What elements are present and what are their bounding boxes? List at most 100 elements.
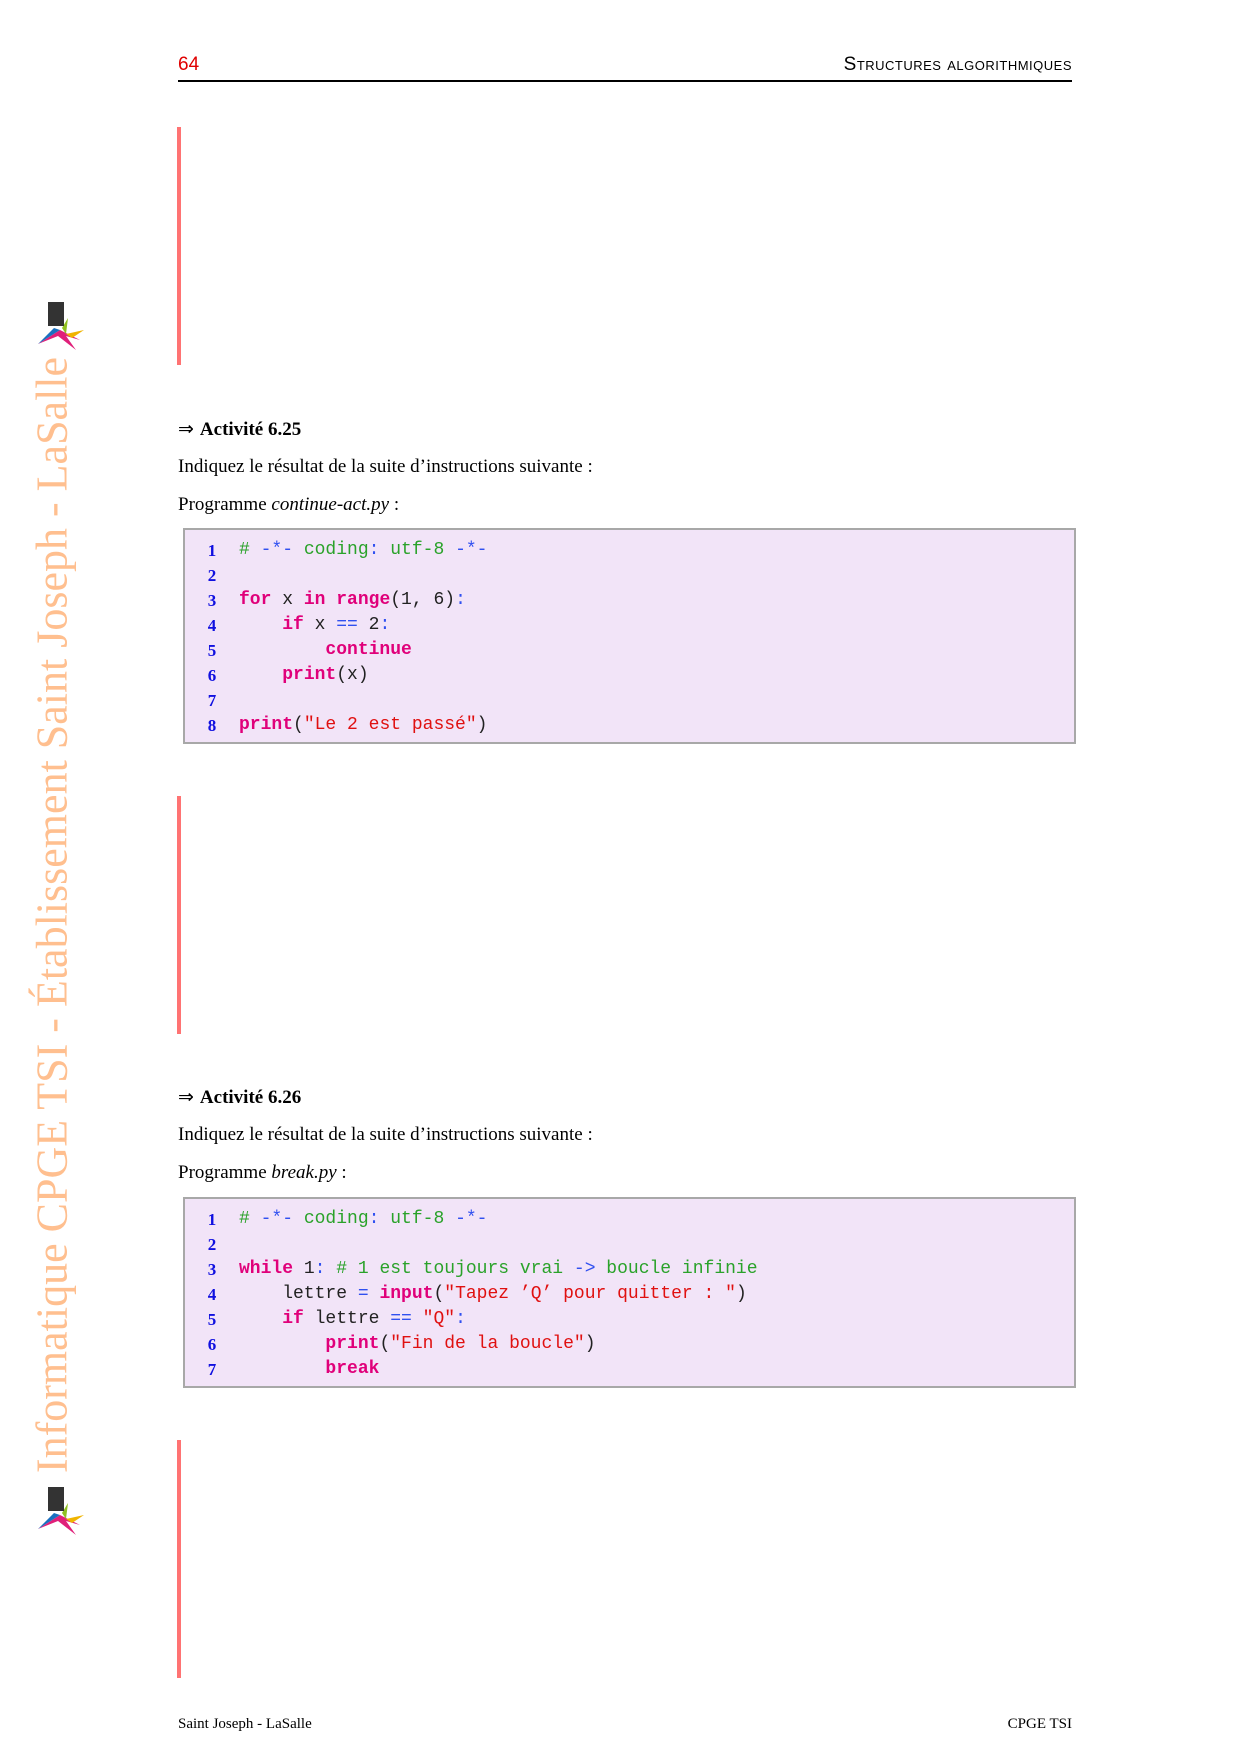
code-token: "Fin de la boucle" (390, 1334, 585, 1354)
code-token: break (325, 1359, 380, 1379)
code-line: 4 if x == 2: (185, 613, 1074, 638)
code-line: 5 if lettre == "Q": (185, 1307, 1074, 1332)
answer-space-bar (177, 127, 181, 365)
code-token: # 1 est toujours vrai (325, 1259, 574, 1279)
code-token: -*- (455, 540, 488, 560)
code-line: 3 while 1: # 1 est toujours vrai -> boucl… (185, 1257, 1074, 1282)
code-token: == (336, 615, 358, 635)
code-line: 1# -*- coding: utf-8 -*- (185, 1207, 1074, 1232)
page-number: 64 (178, 54, 200, 75)
code-token: 1 (293, 1259, 315, 1279)
code-token: = (357, 1284, 369, 1304)
line-number: 1 (207, 541, 217, 560)
code-token: ) (584, 1334, 596, 1354)
footer-right: CPGE TSI (1007, 1716, 1072, 1732)
code-listing: 1 # -*- coding: utf-8 -*- 2 3 for x in range… (183, 528, 1076, 744)
chapter-title: Structures algorithmiques (843, 54, 1072, 75)
code-line: 8 print("Le 2 est passé") (185, 713, 1074, 738)
code-text: # -*- coding: utf-8 -*- (239, 538, 487, 563)
code-token: : (455, 590, 466, 610)
code-text: continue (239, 638, 412, 663)
line-number: 4 (207, 616, 217, 635)
code-text: if lettre == "Q": (239, 1307, 466, 1332)
answer-space-bar (177, 796, 181, 1034)
line-number: 3 (207, 1260, 217, 1279)
program-label: Programme break.py : (178, 1162, 347, 1183)
code-line: 1 # -*- coding: utf-8 -*- (185, 538, 1074, 563)
code-token: -*- (260, 1209, 294, 1229)
school-logo-icon (38, 1487, 84, 1535)
activity-title: ⇒Activité 6.26 (178, 1087, 302, 1108)
code-token: boucle infinie (595, 1259, 758, 1279)
line-number: 8 (207, 716, 217, 735)
line-number: 1 (207, 1210, 217, 1229)
code-token: -*- (260, 540, 294, 560)
code-token: utf-8 (379, 1209, 456, 1229)
code-token: # (239, 540, 261, 560)
code-token (325, 590, 336, 610)
code-token (239, 665, 282, 685)
code-line: 6 print("Fin de la boucle") (185, 1332, 1074, 1357)
code-token (239, 1334, 325, 1354)
line-number: 5 (207, 1310, 217, 1329)
code-token: "Le 2 est passé" (303, 715, 477, 735)
code-token: for (239, 590, 272, 610)
code-text: for x in range(1, 6): (239, 588, 466, 613)
line-number: 3 (207, 591, 217, 610)
code-token: coding (293, 540, 369, 560)
code-text: break (239, 1357, 379, 1382)
code-token: range (336, 590, 391, 610)
code-token (239, 640, 325, 660)
code-line: 3 for x in range(1, 6): (185, 588, 1074, 613)
program-label: Programme continue-act.py : (178, 494, 400, 515)
code-line: 7 (185, 688, 1074, 713)
code-token: ( (379, 1334, 391, 1354)
code-text: if x == 2: (239, 613, 390, 638)
instruction: Indiquez le résultat de la suite d’instr… (178, 1124, 593, 1145)
line-number: 2 (207, 1235, 217, 1254)
code-text: print("Le 2 est passé") (239, 713, 487, 738)
code-line: 4 lettre = input("Tapez ’Q’ pour quitter… (185, 1282, 1074, 1307)
code-listing: 1# -*- coding: utf-8 -*- 2 3 while 1: # 1 e… (183, 1197, 1076, 1388)
code-token: ( (433, 1284, 445, 1304)
side-watermark: Informatique CPGE TSI - Établissement Sa… (27, 356, 77, 1474)
code-line: 2 (185, 563, 1074, 588)
code-token: x (303, 615, 337, 635)
code-token: -> (573, 1259, 596, 1279)
code-token: (x) (336, 665, 369, 685)
code-token: in (303, 590, 326, 610)
code-token: continue (325, 640, 412, 660)
line-number: 7 (207, 1360, 217, 1379)
code-line: 2 (185, 1232, 1074, 1257)
line-number: 6 (207, 1335, 217, 1354)
footer-left: Saint Joseph - LaSalle (178, 1716, 312, 1732)
code-token: print (282, 665, 337, 685)
code-line: 5 continue (185, 638, 1074, 663)
code-token: coding (293, 1209, 369, 1229)
code-token: : (379, 615, 391, 635)
code-text: while 1: # 1 est toujours vrai -> boucle… (239, 1257, 758, 1282)
code-token (412, 1309, 423, 1329)
code-token: ) (476, 715, 488, 735)
code-text: lettre = input("Tapez ’Q’ pour quitter :… (239, 1282, 747, 1307)
code-token: : (368, 1209, 380, 1229)
school-logo-icon (38, 302, 84, 350)
code-token (239, 1359, 325, 1379)
code-token (239, 615, 282, 635)
line-number: 6 (207, 666, 217, 685)
code-token: : (314, 1259, 326, 1279)
line-number: 2 (207, 566, 217, 585)
line-number: 4 (207, 1285, 217, 1304)
code-token: print (325, 1334, 380, 1354)
code-token: if (282, 615, 304, 635)
code-text: print(x) (239, 663, 369, 688)
line-number: 7 (207, 691, 217, 710)
code-text: print("Fin de la boucle") (239, 1332, 596, 1357)
code-token: input (379, 1284, 434, 1304)
header-rule (178, 80, 1072, 82)
code-token: : (368, 540, 380, 560)
code-token: lettre (239, 1284, 358, 1304)
code-token: lettre (303, 1309, 391, 1329)
code-token: if (282, 1309, 304, 1329)
instruction: Indiquez le résultat de la suite d’instr… (178, 456, 593, 477)
